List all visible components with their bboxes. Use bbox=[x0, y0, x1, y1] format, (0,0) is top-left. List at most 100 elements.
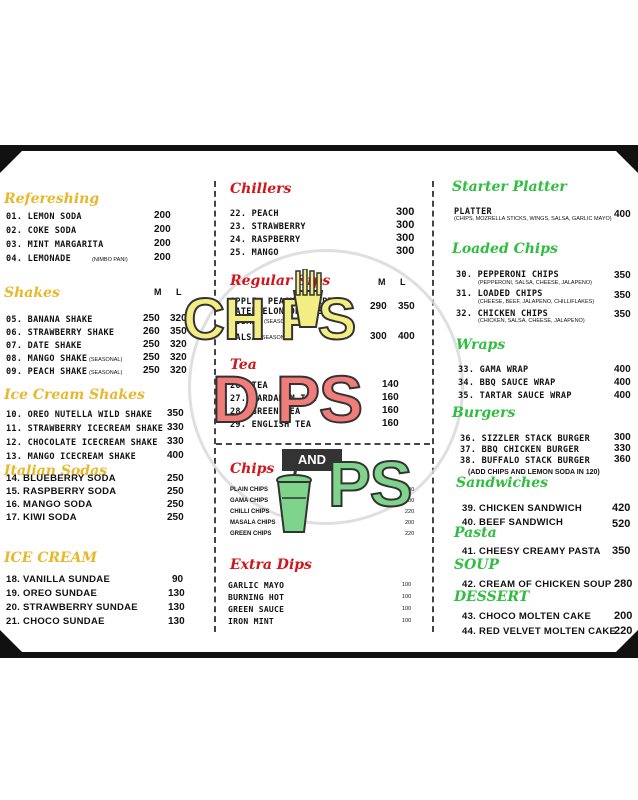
menu-item: 24. RASPBERRY bbox=[230, 235, 301, 245]
menu-item: 03. MINT MARGARITA bbox=[6, 240, 104, 250]
price: 160 bbox=[382, 418, 399, 429]
menu-item: APPLE, PEACH, GRAPES, bbox=[230, 297, 344, 307]
menu-item: FALSA bbox=[230, 333, 258, 343]
fries-icon bbox=[292, 269, 324, 328]
menu-item: GARLIC MAYO bbox=[228, 581, 285, 590]
menu-item: 33. GAMA WRAP bbox=[458, 365, 529, 375]
menu-item: 16. MANGO SODA bbox=[6, 499, 93, 510]
corner-decoration bbox=[0, 630, 22, 652]
menu-item: 42. CREAM OF CHICKEN SOUP bbox=[462, 579, 612, 590]
price: 100 bbox=[402, 594, 412, 600]
price-large: 400 bbox=[398, 331, 415, 342]
burger-addon-note: (ADD CHIPS AND LEMON SODA IN 120) bbox=[468, 469, 600, 476]
size-large-header: L bbox=[176, 287, 182, 297]
menu-item: 39. CHICKEN SANDWICH bbox=[462, 503, 583, 514]
price: 300 bbox=[396, 219, 415, 231]
logo-chips-text: CH PS bbox=[182, 286, 357, 353]
price: 300 bbox=[396, 232, 415, 244]
menu-item: 22. PEACH bbox=[230, 209, 279, 219]
logo-sips-text: PS bbox=[327, 447, 413, 521]
menu-item: 05. BANANA SHAKE bbox=[6, 315, 93, 325]
price: 420 bbox=[612, 502, 631, 514]
price-large: 350 bbox=[170, 326, 187, 337]
menu-item: 17. KIWI SODA bbox=[6, 512, 77, 523]
price: 200 bbox=[154, 238, 171, 249]
corner-decoration bbox=[0, 151, 22, 173]
menu-item: 40. BEEF SANDWICH bbox=[462, 517, 564, 528]
price-large: 320 bbox=[170, 352, 187, 363]
menu-item: BURNING HOT bbox=[228, 593, 285, 602]
section-title-sandwiches: Sandwiches bbox=[456, 475, 549, 491]
price: 300 bbox=[396, 245, 415, 257]
price: 200 bbox=[405, 487, 415, 493]
price-medium: 250 bbox=[143, 365, 160, 376]
price: 520 bbox=[612, 518, 631, 530]
section-title-chillers: Chillers bbox=[230, 181, 292, 197]
drink-cup-icon bbox=[276, 457, 312, 533]
price: 220 bbox=[405, 509, 415, 515]
price: 300 bbox=[396, 206, 415, 218]
menu-item: GREEN CHIPS bbox=[230, 531, 272, 537]
price: 400 bbox=[614, 364, 631, 375]
price: 330 bbox=[614, 443, 631, 454]
menu-item: 35. TARTAR SAUCE WRAP bbox=[458, 391, 572, 401]
section-title-loaded-chips: Loaded Chips bbox=[452, 241, 558, 257]
menu-item: 11. STRAWBERRY ICECREAM SHAKE bbox=[6, 424, 164, 434]
price: 360 bbox=[614, 454, 631, 465]
menu-item: 01. LEMON SODA bbox=[6, 212, 82, 222]
section-title-shakes: Shakes bbox=[4, 285, 60, 301]
price-large: 320 bbox=[170, 339, 187, 350]
price-medium: 250 bbox=[143, 352, 160, 363]
menu-item: PLAIN CHIPS bbox=[230, 487, 269, 493]
section-title-chips: Chips bbox=[230, 461, 275, 477]
section-title-extra-dips: Extra Dips bbox=[230, 557, 312, 573]
menu-item: 29. ENGLISH TEA bbox=[230, 420, 312, 430]
menu-item: 38. BUFFALO STACK BURGER bbox=[460, 456, 591, 466]
price: 330 bbox=[167, 436, 184, 447]
price: 140 bbox=[382, 379, 399, 390]
price: 90 bbox=[172, 574, 184, 585]
item-note: (SEASONAL) bbox=[89, 357, 123, 363]
menu-item: 18. VANILLA SUNDAE bbox=[6, 574, 111, 585]
price: 330 bbox=[167, 422, 184, 433]
price-large: 320 bbox=[170, 365, 187, 376]
price-medium: 300 bbox=[370, 331, 387, 342]
item-note: (CHEESE, BEEF, JALAPENO, CHILLIFLAKES) bbox=[478, 299, 595, 305]
section-title-ice-cream: ICE CREAM bbox=[4, 550, 98, 566]
price-large: 350 bbox=[398, 301, 415, 312]
menu-item: MASALA CHIPS bbox=[230, 520, 276, 526]
menu-item: 23. STRAWBERRY bbox=[230, 222, 306, 232]
menu-item: 41. CHEESY CREAMY PASTA bbox=[462, 546, 601, 557]
item-note: (SEASONAL) bbox=[260, 335, 294, 341]
menu-item: 06. STRAWBERRY SHAKE bbox=[6, 328, 115, 338]
menu-item: 34. BBQ SAUCE WRAP bbox=[458, 378, 556, 388]
item-note: (NIMBO PANI) bbox=[92, 257, 128, 263]
menu-item: 31. LOADED CHIPS bbox=[456, 289, 543, 299]
menu-item: 15. RASPBERRY SODA bbox=[6, 486, 117, 497]
size-medium-header: M bbox=[154, 287, 162, 297]
menu-item: 12. CHOCOLATE ICECREAM SHAKE bbox=[6, 438, 158, 448]
menu-item: 08. MANGO SHAKE bbox=[6, 354, 88, 364]
menu-item: 13. MANGO ICECREAM SHAKE bbox=[6, 452, 137, 462]
menu-item: 10. OREO NUTELLA WILD SHAKE bbox=[6, 410, 153, 420]
section-title-soup: SOUP bbox=[454, 557, 500, 573]
price-large: 320 bbox=[170, 313, 187, 324]
price: 400 bbox=[167, 450, 184, 461]
price: 160 bbox=[382, 405, 399, 416]
section-title-pasta: Pasta bbox=[454, 525, 497, 541]
menu-item: 44. RED VELVET MOLTEN CAKE bbox=[462, 626, 617, 637]
size-large-header: L bbox=[400, 277, 406, 287]
price-medium: 250 bbox=[143, 313, 160, 324]
price: 300 bbox=[614, 432, 631, 443]
price: 350 bbox=[614, 270, 631, 281]
item-note: (CHIPS, MOZRELLA STICKS, WINGS, SALSA, G… bbox=[454, 216, 612, 222]
section-title-icecream-shakes: Ice Cream Shakes bbox=[4, 387, 145, 403]
price: 280 bbox=[614, 578, 633, 590]
menu-item: 28. GREEN TEA bbox=[230, 407, 301, 417]
menu-item: 04. LEMONADE bbox=[6, 254, 72, 264]
section-divider bbox=[216, 443, 430, 445]
section-title-dessert: DESSERT bbox=[454, 589, 530, 605]
price: 350 bbox=[612, 545, 631, 557]
price: 200 bbox=[405, 498, 415, 504]
menu-item: CHILLI CHIPS bbox=[230, 509, 270, 515]
